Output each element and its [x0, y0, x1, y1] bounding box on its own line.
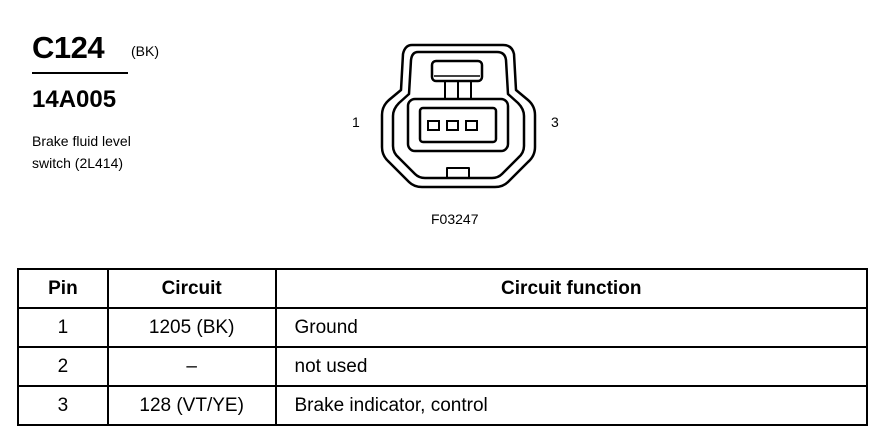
description-line-1: Brake fluid level — [32, 133, 131, 149]
pin-cell: 3 — [17, 385, 109, 426]
terminal-pin-2 — [446, 120, 459, 131]
table-row: 2 – not used — [17, 346, 868, 387]
pin-label-1: 1 — [352, 114, 360, 130]
polarization-key — [446, 167, 470, 178]
table-row: 1 1205 (BK) Ground — [17, 307, 868, 348]
circuit-function-cell: Brake indicator, control — [274, 385, 868, 426]
header-pin: Pin — [17, 268, 109, 309]
circuit-cell: 128 (VT/YE) — [106, 385, 277, 426]
header-circuit: Circuit — [106, 268, 277, 309]
circuit-function-cell: Ground — [274, 307, 868, 348]
connector-diagram: 1 3 — [352, 43, 559, 189]
table-row: 3 128 (VT/YE) Brake indicator, control — [17, 385, 868, 426]
locking-latch — [430, 59, 484, 83]
table-header-row: Pin Circuit Circuit function — [17, 268, 868, 309]
circuit-cell: – — [106, 346, 277, 387]
connector-housing-outer — [380, 43, 537, 189]
connector-housing-inner — [391, 50, 526, 180]
circuit-function-cell: not used — [274, 346, 868, 387]
terminal-cavity-inner — [418, 106, 498, 144]
pin-label-3: 3 — [551, 114, 559, 130]
pin-cell: 1 — [17, 307, 109, 348]
circuit-cell: 1205 (BK) — [106, 307, 277, 348]
description-line-2: switch (2L414) — [32, 155, 124, 171]
header-circuit-function: Circuit function — [274, 268, 868, 309]
terminal-pin-1 — [427, 120, 440, 131]
pin-cell: 2 — [17, 346, 109, 387]
terminal-cavity-outer — [406, 97, 510, 153]
part-number: 14A005 — [32, 86, 117, 113]
connector-id: C124 — [32, 30, 105, 65]
figure-id: F03247 — [431, 211, 479, 227]
connector-color: (BK) — [131, 43, 159, 59]
terminal-pin-3 — [465, 120, 478, 131]
pin-table: Pin Circuit Circuit function 1 1205 (BK)… — [17, 268, 868, 426]
title-rule — [32, 72, 128, 74]
